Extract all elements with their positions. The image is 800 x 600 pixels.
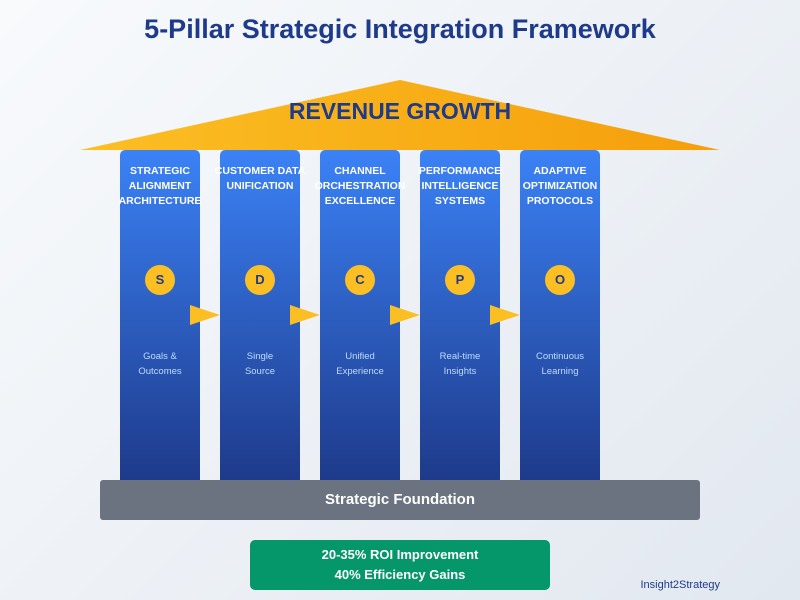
pillar: STRATEGIC ALIGNMENT ARCHITECTURE S Goals…	[119, 150, 201, 480]
desc-line: Learning	[541, 366, 579, 377]
foundation: Strategic Foundation	[100, 480, 700, 520]
results-box: 20-35% ROI Improvement 40% Efficiency Ga…	[250, 540, 550, 590]
pillar-name: ADAPTIVE OPTIMIZATION PROTOCOLS	[522, 165, 598, 207]
efficiency-text: 40% Efficiency Gains	[334, 567, 466, 582]
flow-arrow-icon	[290, 305, 320, 325]
desc-line: Real-time	[439, 351, 481, 362]
roof-label: REVENUE GROWTH	[288, 98, 512, 124]
diagram-title: 5-Pillar Strategic Integration Framework	[144, 14, 656, 44]
flow-arrow-icon	[490, 305, 520, 325]
brand-label: Insight2Strategy	[640, 579, 721, 591]
roof-triangle	[80, 80, 720, 150]
pillar: ADAPTIVE OPTIMIZATION PROTOCOLS O Contin…	[520, 150, 600, 480]
pillar-letter-badge: C	[345, 265, 375, 295]
pillar-name: CHANNEL ORCHESTRATION EXCELLENCE	[314, 165, 406, 207]
desc-line: Unified	[345, 351, 375, 362]
roof	[80, 80, 720, 150]
desc-line: Source	[244, 366, 276, 377]
flow-arrow-icon	[390, 305, 420, 325]
pillar: CHANNEL ORCHESTRATION EXCELLENCE C Unifi…	[315, 150, 405, 480]
pillar-letter-badge: D	[245, 265, 275, 295]
desc-line: Outcomes	[138, 366, 182, 377]
pillar-description: Goals & Outcomes	[120, 349, 200, 379]
pillar-letter-badge: P	[445, 265, 475, 295]
desc-line: Experience	[336, 366, 384, 377]
desc-line: Insights	[443, 366, 477, 377]
desc-line: Goals &	[143, 351, 177, 362]
pillar: PERFORMANCE INTELLIGENCE SYSTEMS P Real-…	[419, 150, 501, 480]
pillar-name: CUSTOMER DATA UNIFICATION	[214, 165, 306, 192]
pillar-letter-badge: S	[145, 265, 175, 295]
pillar-name: PERFORMANCE INTELLIGENCE SYSTEMS	[418, 165, 502, 207]
flow-arrow-icon	[190, 305, 220, 325]
desc-line: Continuous	[535, 351, 585, 362]
roi-text: 20-35% ROI Improvement	[321, 547, 479, 562]
pillar-name: STRATEGIC ALIGNMENT ARCHITECTURE	[118, 165, 202, 207]
desc-line: Single	[246, 351, 274, 362]
pillar-letter-badge: O	[545, 265, 575, 295]
